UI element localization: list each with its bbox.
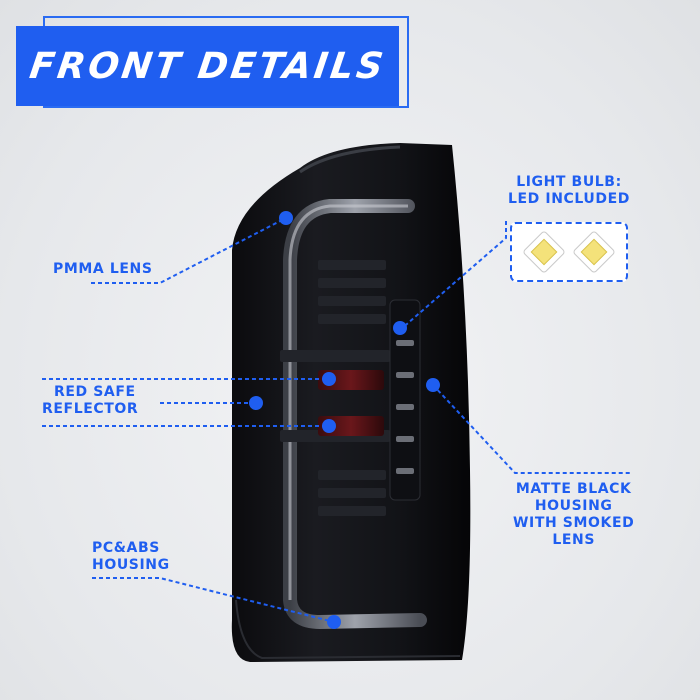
reflector-lower (318, 416, 384, 436)
led-chips-box (510, 222, 628, 282)
lamp-housing (231, 143, 471, 662)
pmma-lens-label: PMMA LENS (53, 261, 153, 277)
title-banner: FRONT DETAILS (16, 26, 399, 106)
matte-black-housing-label: MATTE BLACK HOUSING WITH SMOKED LENS (513, 481, 635, 548)
light-bulb-label: LIGHT BULB: LED INCLUDED (508, 174, 630, 207)
led-chip-icon (523, 231, 615, 273)
pc-abs-housing-label: PC&ABS HOUSING (92, 540, 170, 573)
red-safe-reflector-label: RED SAFE REFLECTOR (42, 384, 139, 417)
reflector-upper (318, 370, 384, 390)
